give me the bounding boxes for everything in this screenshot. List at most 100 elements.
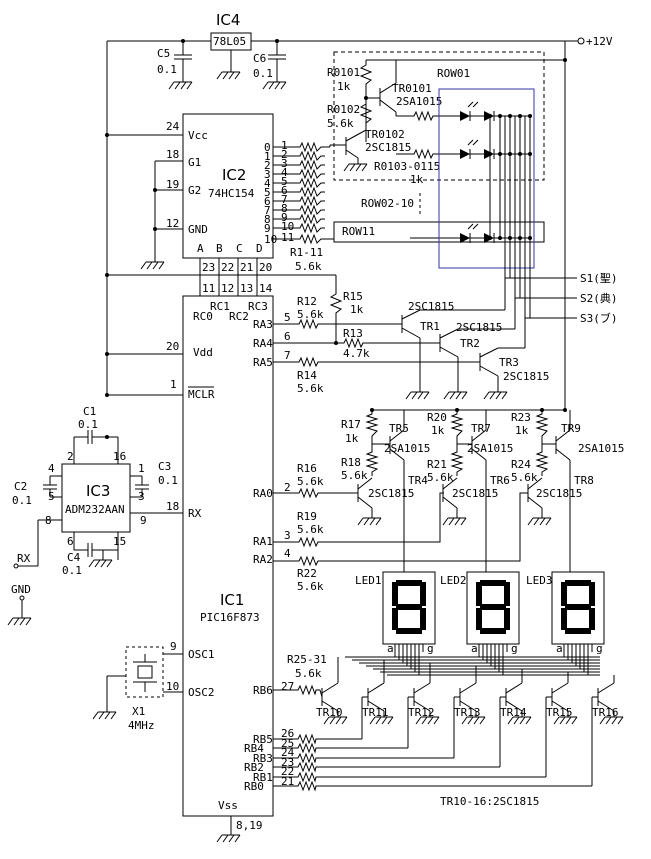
npn-emitter bbox=[551, 700, 569, 712]
ic1-rc0: RC0 bbox=[193, 310, 213, 323]
c3-value: 0.1 bbox=[158, 474, 178, 487]
tr7-label: TR7 bbox=[471, 422, 491, 435]
c2-label: C2 bbox=[14, 480, 27, 493]
ic1-pin9: 9 bbox=[170, 640, 177, 653]
ground-icon bbox=[442, 517, 467, 526]
ic2-vcc: Vcc bbox=[188, 129, 208, 142]
row-resistor bbox=[296, 141, 325, 153]
r13-label: R13 bbox=[343, 327, 363, 340]
r0101-label: R0101 bbox=[327, 66, 360, 79]
tr4-part: 2SC1815 bbox=[368, 487, 414, 500]
ic1-rb2: RB2 bbox=[244, 761, 264, 774]
r14-label: R14 bbox=[297, 369, 317, 382]
ic1-pin20: 20 bbox=[166, 340, 179, 353]
ic3-pin16: 16 bbox=[113, 450, 126, 463]
supply-terminal bbox=[577, 37, 585, 45]
display-segment bbox=[476, 582, 482, 606]
led1-label: LED1 bbox=[355, 574, 382, 587]
pnp-collector bbox=[555, 448, 571, 461]
display-segment bbox=[392, 582, 398, 606]
ic1-pin4: 4 bbox=[284, 547, 291, 560]
r23-label: R23 bbox=[511, 411, 531, 424]
light-rays-icon bbox=[467, 223, 479, 230]
r21-value: 5.6k bbox=[427, 471, 454, 484]
c4-label: C4 bbox=[67, 551, 81, 564]
pnp-emitter bbox=[389, 429, 405, 442]
npn-emitter bbox=[505, 700, 523, 712]
ic3-pin15: 15 bbox=[113, 535, 126, 548]
ic2-pin20: 20 bbox=[259, 261, 272, 274]
capacitor-c5: C5 0.1 bbox=[157, 39, 193, 90]
segment-a-label: a bbox=[387, 642, 394, 655]
display-segment bbox=[480, 628, 506, 634]
segment-driver-note: TR10-16:2SC1815 bbox=[440, 795, 539, 808]
ic1-vss-pins: 8,19 bbox=[236, 819, 263, 832]
ic1-ra0: RA0 bbox=[253, 487, 273, 500]
switch-lines: S1(聖) S2(典) S3(ブ) bbox=[505, 272, 618, 325]
ic1-ra1: RA1 bbox=[253, 535, 273, 548]
ic2-part: 74HC154 bbox=[208, 187, 255, 200]
segment-transistor-label: TR11 bbox=[362, 706, 389, 719]
tr0101-part: 2SA1015 bbox=[396, 95, 442, 108]
tr3-part: 2SC1815 bbox=[503, 370, 549, 383]
tr1-label: TR1 bbox=[420, 320, 440, 333]
ic2-g2: G2 bbox=[188, 184, 201, 197]
r15-label: R15 bbox=[343, 290, 363, 303]
r24-label: R24 bbox=[511, 458, 531, 471]
ic3-rs232: IC3 ADM232AAN 2 16 1 3 4 5 8 9 15 6 RX G… bbox=[7, 405, 178, 626]
npn-emitter bbox=[459, 700, 477, 712]
ic2-output-pin: 5 bbox=[281, 175, 288, 188]
ic2-addr-b: B bbox=[216, 242, 223, 255]
pnp-emitter bbox=[471, 429, 487, 442]
r111-value: 5.6k bbox=[295, 260, 322, 273]
ic1-rb4: RB4 bbox=[244, 742, 264, 755]
ic4-name: IC4 bbox=[216, 11, 240, 29]
r0102-value: 5.6k bbox=[327, 117, 354, 130]
rx-terminal-label: RX bbox=[17, 552, 31, 565]
display-segment bbox=[504, 582, 510, 606]
ic2-output-label: 10 bbox=[264, 233, 277, 246]
ic1-pin18: 18 bbox=[166, 500, 179, 513]
tr1-part: 2SC1815 bbox=[408, 300, 454, 313]
ic2-pin23: 23 bbox=[202, 261, 215, 274]
tr5-label: TR5 bbox=[389, 422, 409, 435]
r22-value: 5.6k bbox=[297, 580, 324, 593]
base-resistor bbox=[450, 448, 464, 476]
ic2-gnd: GND bbox=[188, 223, 208, 236]
ic2-addr-d: D bbox=[256, 242, 263, 255]
segment-g-label: g bbox=[596, 642, 603, 655]
ic2-name: IC2 bbox=[222, 166, 246, 184]
row-resistor bbox=[296, 222, 325, 234]
c2-value: 0.1 bbox=[12, 494, 32, 507]
ic2-g1: G1 bbox=[188, 156, 201, 169]
npn-collector bbox=[357, 477, 373, 490]
display-segment bbox=[589, 582, 595, 606]
r17-value: 1k bbox=[345, 432, 359, 445]
segment-transistor-label: TR13 bbox=[454, 706, 481, 719]
ic3-pin1: 1 bbox=[138, 462, 145, 475]
ic1-pin25: 25 bbox=[281, 737, 294, 750]
display-segment bbox=[396, 628, 422, 634]
segment-g-label: g bbox=[511, 642, 518, 655]
r0102-label: R0102 bbox=[327, 103, 360, 116]
ic2-output-label: 8 bbox=[264, 213, 271, 226]
c3-label: C3 bbox=[158, 460, 171, 473]
ic2-output-pin: 7 bbox=[281, 193, 288, 206]
r17-label: R17 bbox=[341, 418, 361, 431]
r12-value: 5.6k bbox=[297, 308, 324, 321]
segment-transistor-label: TR16 bbox=[592, 706, 619, 719]
pullup-resistor bbox=[450, 410, 464, 440]
switch-s2-label: S2(典) bbox=[580, 291, 618, 305]
npn-emitter bbox=[367, 700, 385, 712]
ic2-output-pin: 2 bbox=[281, 148, 288, 161]
segment-transistor-label: TR15 bbox=[546, 706, 573, 719]
row-resistor bbox=[296, 177, 325, 189]
tr9-part: 2SA1015 bbox=[578, 442, 624, 455]
display-segment bbox=[589, 608, 595, 630]
ic2-pin12: 12 bbox=[166, 217, 179, 230]
ic1-rc1: RC1 bbox=[210, 300, 230, 313]
